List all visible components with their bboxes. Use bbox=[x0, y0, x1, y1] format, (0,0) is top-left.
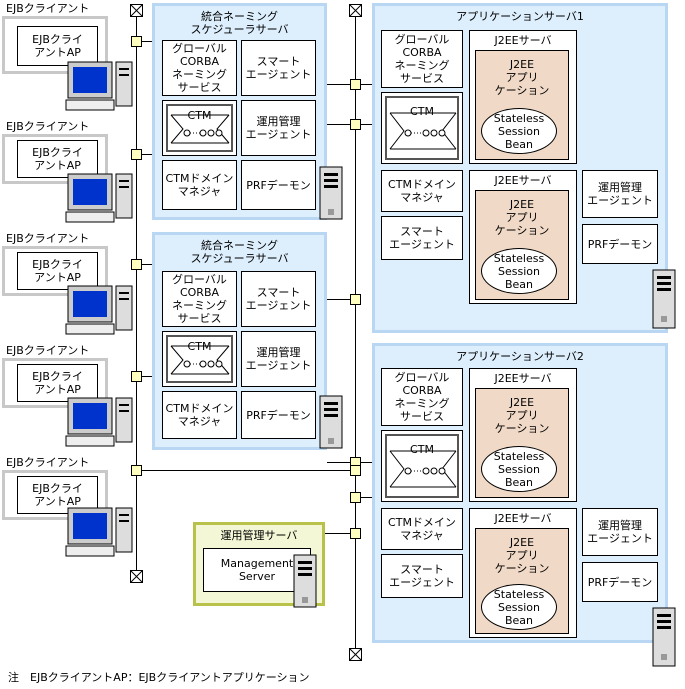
ctm-frame bbox=[166, 335, 233, 383]
smart-agent: スマート エージェント bbox=[241, 40, 316, 96]
stateless-session-bean: Stateless Session Bean bbox=[481, 446, 557, 492]
client-title: EJBクライアント bbox=[6, 456, 90, 469]
server-tower-icon bbox=[319, 395, 343, 449]
network-line-right bbox=[355, 12, 356, 654]
stateless-session-bean: Stateless Session Bean bbox=[481, 108, 557, 154]
network-line-left bbox=[136, 12, 137, 577]
client-title: EJBクライアント bbox=[6, 344, 90, 357]
j2ee-app-label: J2EE アプリ ケーション bbox=[494, 198, 550, 237]
ctm-label: CTM bbox=[187, 340, 212, 353]
ctm-box: CTM bbox=[162, 331, 237, 387]
client-pc-icon bbox=[65, 173, 133, 223]
client-ap-box: EJBクライ アントAP bbox=[17, 252, 98, 290]
prf-daemon: PRFデーモン bbox=[582, 562, 658, 602]
prf-daemon: PRFデーモン bbox=[241, 160, 316, 210]
ctm-icon bbox=[389, 450, 457, 488]
j2ee-server-label: J2EEサーバ bbox=[494, 372, 552, 385]
app-server-title: アプリケーションサーバ2 bbox=[456, 350, 584, 363]
network-node bbox=[350, 492, 361, 503]
link bbox=[132, 154, 154, 155]
j2ee-server-label: J2EEサーバ bbox=[494, 512, 552, 525]
client-pc-icon bbox=[65, 507, 133, 557]
link bbox=[132, 376, 154, 377]
network-node bbox=[131, 36, 142, 47]
server-tower-icon bbox=[652, 269, 676, 329]
ctm-label: CTM bbox=[410, 443, 434, 456]
server-tower-icon bbox=[652, 607, 676, 667]
server-tower-icon bbox=[319, 166, 343, 220]
terminator-icon bbox=[349, 4, 362, 17]
ctm-box: CTM bbox=[162, 100, 237, 156]
ctm-label: CTM bbox=[410, 105, 434, 118]
client-title: EJBクライアント bbox=[6, 2, 90, 15]
j2ee-server-label: J2EEサーバ bbox=[494, 174, 552, 187]
scheduler-title: 統合ネーミング スケジューラサーバ bbox=[190, 239, 289, 265]
network-node bbox=[350, 294, 361, 305]
network-node bbox=[131, 259, 142, 270]
link bbox=[132, 264, 154, 265]
client-title: EJBクライアント bbox=[6, 120, 90, 133]
ops-agent: 運用管理 エージェント bbox=[241, 331, 316, 387]
network-node bbox=[350, 119, 361, 130]
prf-daemon: PRFデーモン bbox=[241, 391, 316, 439]
client-ap-box: EJBクライ アントAP bbox=[17, 364, 98, 402]
ops-server-title: 運用管理サーバ bbox=[220, 529, 298, 542]
ops-agent: 運用管理 エージェント bbox=[241, 100, 316, 156]
terminator-icon bbox=[130, 4, 143, 17]
prf-daemon: PRFデーモン bbox=[582, 224, 658, 264]
link bbox=[132, 41, 154, 42]
ctm-domain-manager: CTMドメイン マネジャ bbox=[162, 160, 237, 210]
ctm-domain-manager: CTMドメイン マネジャ bbox=[162, 391, 237, 439]
network-node bbox=[350, 528, 361, 539]
ctm-box: CTM bbox=[381, 92, 463, 164]
network-node bbox=[350, 465, 361, 476]
ctm-domain-manager: CTMドメイン マネジャ bbox=[381, 170, 463, 212]
ops-agent: 運用管理 エージェント bbox=[582, 508, 658, 556]
client-pc-icon bbox=[65, 61, 133, 111]
ops-agent: 運用管理 エージェント bbox=[582, 170, 658, 218]
j2ee-server-label: J2EEサーバ bbox=[494, 34, 552, 47]
app-server-title: アプリケーションサーバ1 bbox=[456, 10, 584, 23]
ctm-box: CTM bbox=[381, 430, 463, 502]
network-node bbox=[131, 465, 142, 476]
j2ee-app-label: J2EE アプリ ケーション bbox=[494, 536, 550, 575]
management-server-box: Management Server bbox=[203, 548, 311, 592]
network-node bbox=[350, 79, 361, 90]
network-node bbox=[131, 149, 142, 160]
client-ap-box: EJBクライ アントAP bbox=[17, 26, 98, 66]
scheduler-title: 統合ネーミング スケジューラサーバ bbox=[190, 10, 289, 36]
server-tower-icon bbox=[293, 554, 317, 608]
client-pc-icon bbox=[65, 285, 133, 335]
ctm-icon bbox=[389, 112, 457, 150]
link bbox=[132, 470, 357, 471]
smart-agent: スマート エージェント bbox=[381, 554, 463, 598]
link bbox=[355, 497, 375, 498]
global-corba-naming: グローバル CORBA ネーミング サービス bbox=[381, 30, 463, 88]
ctm-icon bbox=[170, 345, 230, 375]
ctm-frame bbox=[166, 104, 233, 152]
ctm-label: CTM bbox=[187, 109, 212, 122]
network-node bbox=[131, 371, 142, 382]
smart-agent: スマート エージェント bbox=[381, 216, 463, 260]
terminator-icon bbox=[130, 570, 143, 583]
link bbox=[325, 533, 357, 534]
global-corba-naming: グローバル CORBA ネーミング サービス bbox=[381, 368, 463, 426]
ctm-domain-manager: CTMドメイン マネジャ bbox=[381, 508, 463, 550]
client-pc-icon bbox=[65, 397, 133, 447]
stateless-session-bean: Stateless Session Bean bbox=[481, 584, 557, 630]
client-ap-box: EJBクライ アントAP bbox=[17, 140, 98, 178]
global-corba-naming: グローバル CORBA ネーミング サービス bbox=[162, 40, 237, 96]
global-corba-naming: グローバル CORBA ネーミング サービス bbox=[162, 271, 237, 327]
ctm-icon bbox=[170, 114, 230, 144]
terminator-icon bbox=[349, 648, 362, 661]
client-title: EJBクライアント bbox=[6, 232, 90, 245]
link bbox=[327, 299, 357, 300]
j2ee-app-label: J2EE アプリ ケーション bbox=[494, 58, 550, 97]
stateless-session-bean: Stateless Session Bean bbox=[481, 248, 557, 294]
footnote: 注 EJBクライアントAP：EJBクライアントアプリケーション bbox=[8, 671, 310, 684]
j2ee-app-label: J2EE アプリ ケーション bbox=[494, 396, 550, 435]
smart-agent: スマート エージェント bbox=[241, 271, 316, 327]
